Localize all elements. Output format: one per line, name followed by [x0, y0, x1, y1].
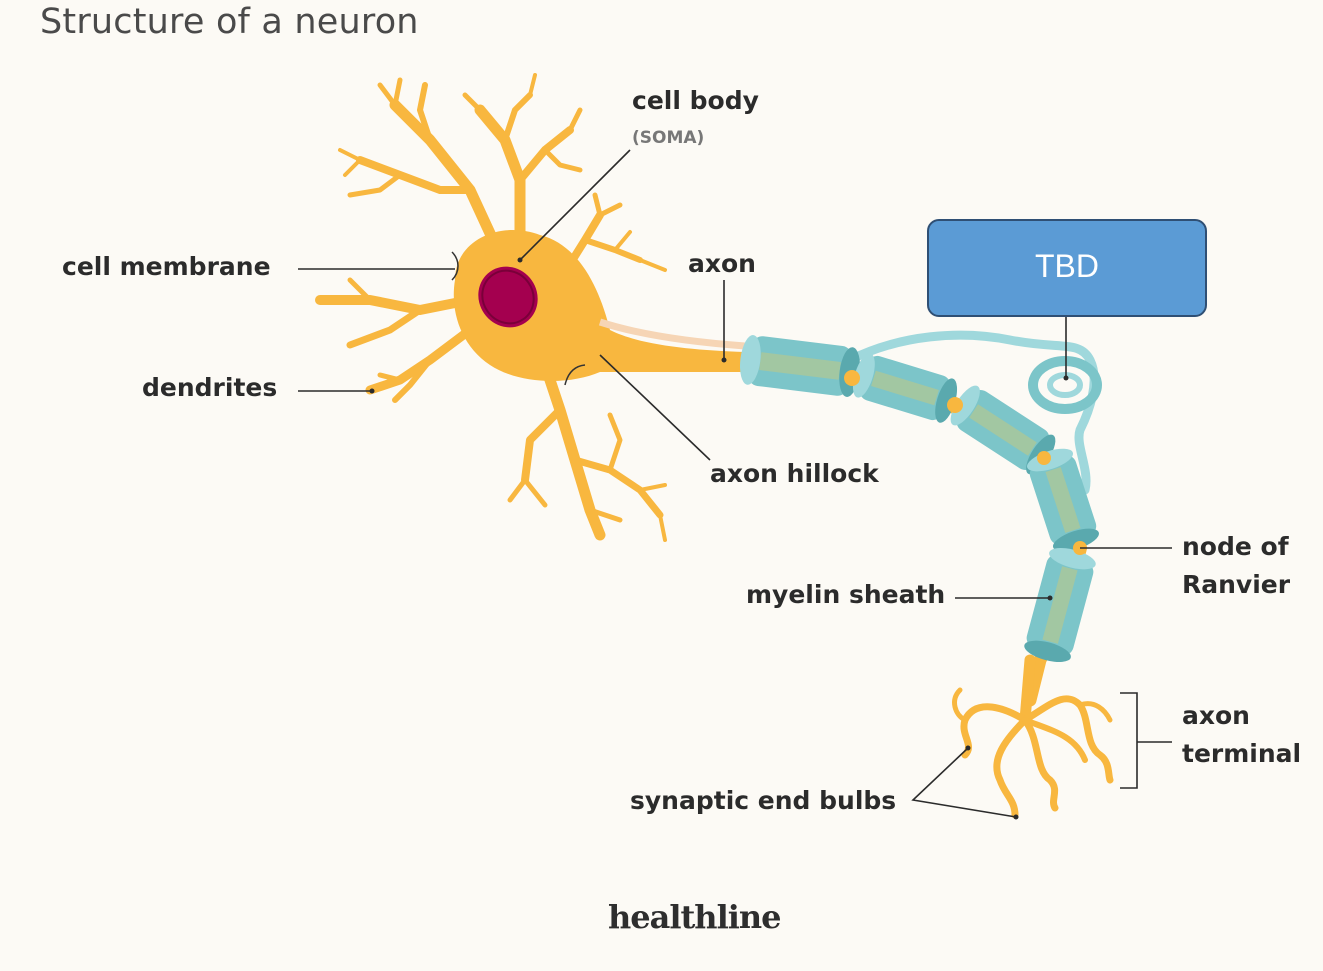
label-cell-membrane: cell membrane	[62, 252, 271, 281]
label-axon-hillock: axon hillock	[710, 459, 879, 488]
label-node-of-ranvier-line1: node of	[1182, 532, 1289, 561]
myelin-loop-graphic	[845, 330, 1099, 495]
label-dendrites: dendrites	[142, 373, 278, 402]
label-cell-body: cell body	[632, 86, 759, 115]
cell-body-graphic	[453, 230, 745, 382]
label-myelin-sheath: myelin sheath	[746, 580, 946, 609]
leader-lines	[298, 149, 1172, 818]
label-soma: (SOMA)	[632, 128, 705, 148]
axon-terminal-graphic	[952, 654, 1114, 819]
brand-logo: healthline	[608, 898, 781, 936]
dendrites-graphic	[315, 73, 667, 542]
diagram-title: Structure of a neuron	[40, 2, 419, 42]
label-axon: axon	[688, 249, 756, 278]
nucleus-graphic	[478, 266, 538, 328]
placeholder-label-text: TBD	[1035, 247, 1099, 284]
myelin-sheath-graphic	[739, 335, 1099, 663]
label-axon-terminal: axon terminal	[1182, 697, 1301, 773]
label-node-of-ranvier-line2: Ranvier	[1182, 570, 1291, 599]
label-synaptic-end-bulbs: synaptic end bulbs	[630, 786, 897, 815]
label-axon-terminal-line2: terminal	[1182, 739, 1302, 768]
label-node-of-ranvier: node of Ranvier	[1182, 528, 1290, 604]
placeholder-label-box[interactable]: TBD	[927, 219, 1207, 317]
label-axon-terminal-line1: axon	[1182, 701, 1250, 730]
